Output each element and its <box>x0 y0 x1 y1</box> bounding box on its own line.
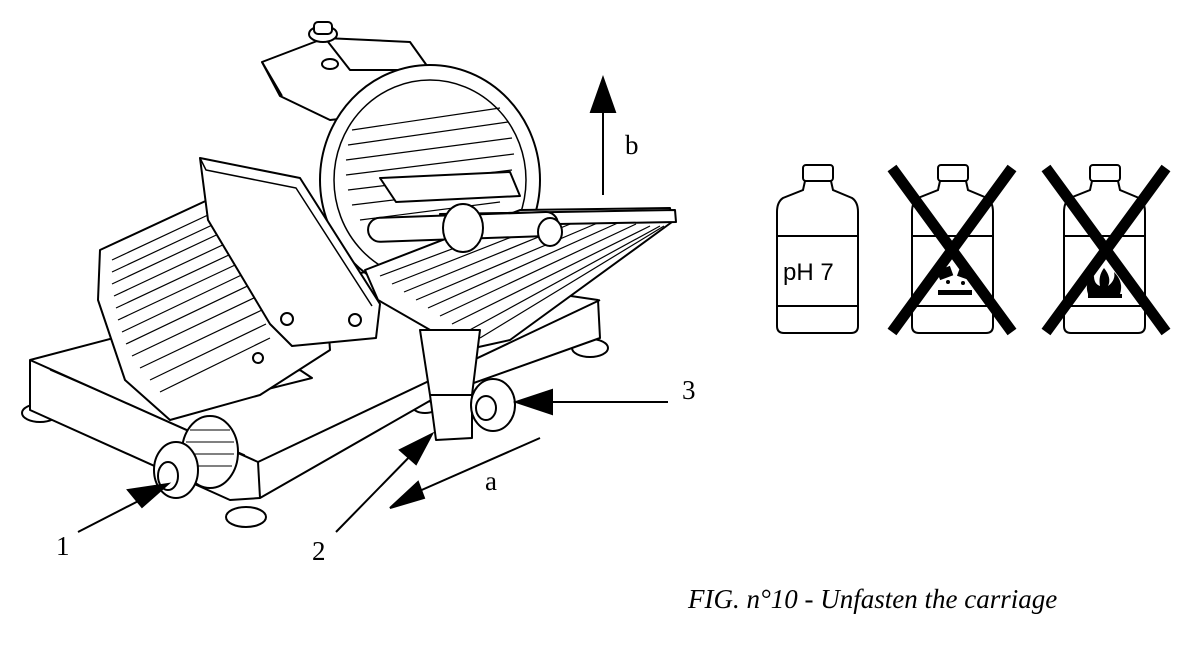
figure-caption: FIG. n°10 - Unfasten the carriage <box>688 584 1058 614</box>
leader-line-2 <box>335 447 419 533</box>
callout-label-3: 3 <box>682 375 696 405</box>
direction-label-b: b <box>625 130 639 160</box>
end-plate <box>199 157 381 347</box>
carriage-lock-knob <box>470 378 516 432</box>
arrowhead-a <box>389 480 426 509</box>
arrowhead-2 <box>398 431 435 466</box>
callout-label-2: 2 <box>312 536 326 566</box>
direction-label-a: a <box>485 466 497 496</box>
slicer-machine <box>21 21 677 528</box>
callout-arrows <box>77 74 668 533</box>
allowed-bottle <box>776 164 859 334</box>
carriage-ribs <box>379 215 665 339</box>
cross-mark-flammable <box>1041 164 1171 336</box>
direction-line-a <box>407 437 541 497</box>
flammable-hazard-icon <box>1086 268 1122 298</box>
callout-label-1: 1 <box>56 531 70 561</box>
arrowhead-1 <box>126 482 172 509</box>
carriage-column <box>419 329 481 441</box>
deflector-ribs <box>111 199 271 393</box>
cross-mark-corrosive <box>887 164 1017 336</box>
ph7-label: pH 7 <box>783 259 834 286</box>
arrowhead-3 <box>512 388 553 416</box>
arrowhead-b <box>589 74 617 113</box>
thickness-knob <box>153 415 239 499</box>
